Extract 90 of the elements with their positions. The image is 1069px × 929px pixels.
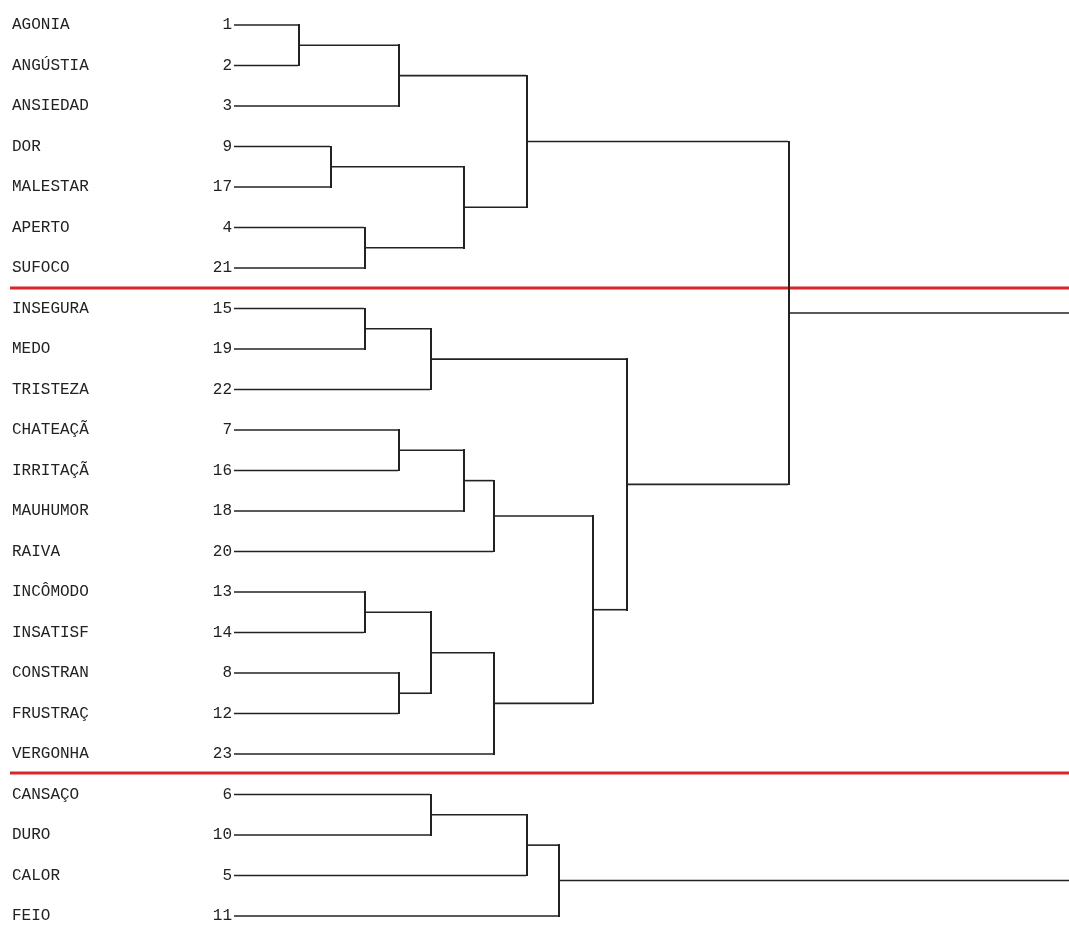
case-number: 5 [221,867,232,884]
dendrogram-branch [789,312,1069,314]
term-label: MEDO [12,341,52,357]
dendrogram-branch [233,550,494,553]
dendrogram-branch [233,793,431,796]
dendrogram-branch [233,186,331,188]
dendrogram-branch [431,651,494,654]
term-label: APERTO [12,219,71,236]
term-label: FEIO [12,908,52,924]
dendrogram-branch [627,483,789,486]
term-label: INSEGURA [12,300,90,317]
dendrogram-branch [233,24,299,26]
case-number: 1 [221,17,232,33]
term-label: CONSTRAN [12,665,90,681]
term-label: CANSAÇO [12,786,81,803]
case-number: 23 [211,746,232,762]
term-label: INSATISF [12,624,90,641]
case-number: 16 [211,462,232,479]
dendrogram-branch [299,44,399,47]
dendrogram-branch [464,206,527,209]
dendrogram-branch [233,145,331,148]
case-number: 12 [211,705,232,722]
case-number: 20 [211,543,232,560]
dendrogram-branch [365,611,431,614]
dendrogram-branch [559,879,1069,882]
term-label: DOR [12,138,42,155]
term-label: TRISTEZA [12,381,90,398]
dendrogram-branch [399,449,464,452]
dendrogram-branch [233,874,527,877]
dendrogram-branch [593,608,627,611]
dendrogram-branch [331,165,464,168]
dendrogram-branch [365,246,464,249]
case-number: 9 [221,138,232,155]
dendrogram-branch [233,631,365,634]
case-number: 21 [211,260,232,276]
dendrogram-branch [431,813,527,816]
case-number: 17 [211,179,232,195]
dendrogram-branch [233,226,365,229]
dendrogram-branch [233,672,399,674]
case-number: 3 [221,98,232,114]
term-label: CALOR [12,867,61,884]
case-number: 8 [221,665,232,681]
dendrogram-branch [233,753,494,755]
term-label: FRUSTRAÇ [12,705,90,722]
dendrogram-branch [233,591,365,593]
term-label: INCÔMODO [12,584,90,600]
dendrogram-branch [233,469,399,472]
dendrogram-branch [527,140,789,143]
dendrogram-branch [233,388,431,391]
dendrogram-branch [431,358,627,360]
term-label: ANGÚSTIA [12,57,90,74]
case-number: 6 [221,786,232,803]
dendrogram-branch [233,105,399,107]
term-label: IRRITAÇÃ [12,462,90,479]
dendrogram-branch [365,327,431,330]
term-label: CHATEAÇÃ [12,422,90,438]
term-label: MAUHUMOR [12,503,90,519]
term-label: DURO [12,827,52,843]
dendrogram-branch [527,844,559,846]
dendrogram-branch [233,64,299,67]
dendrogram-branch [233,712,399,715]
case-number: 10 [211,827,232,843]
case-number: 13 [211,584,232,600]
term-label: AGONIA [12,17,71,33]
case-number: 2 [221,57,232,74]
case-number: 4 [221,219,232,236]
dendrogram-branch [399,74,527,77]
dendrogram-branch [399,692,431,695]
term-label: VERGONHA [12,746,90,762]
dendrogram-branch [233,267,365,269]
term-label: ANSIEDAD [12,98,90,114]
term-label: RAIVA [12,543,61,560]
case-number: 22 [211,381,232,398]
dendrogram-branch [494,515,593,517]
case-number: 11 [211,908,232,924]
case-number: 18 [211,503,232,519]
dendrogram-branch [464,479,494,482]
case-number: 15 [211,300,232,317]
dendrogram-branch [494,702,593,705]
case-number: 14 [211,624,232,641]
case-number: 19 [211,341,232,357]
dendrogram-branch [233,429,399,431]
dendrogram-branch [233,510,464,512]
dendrogram-branch [233,834,431,836]
term-label: MALESTAR [12,179,90,195]
dendrogram-branch [233,348,365,350]
case-number: 7 [221,422,232,438]
dendrogram-branch [233,915,559,917]
term-label: SUFOCO [12,260,71,276]
dendrogram-branch [233,307,365,310]
